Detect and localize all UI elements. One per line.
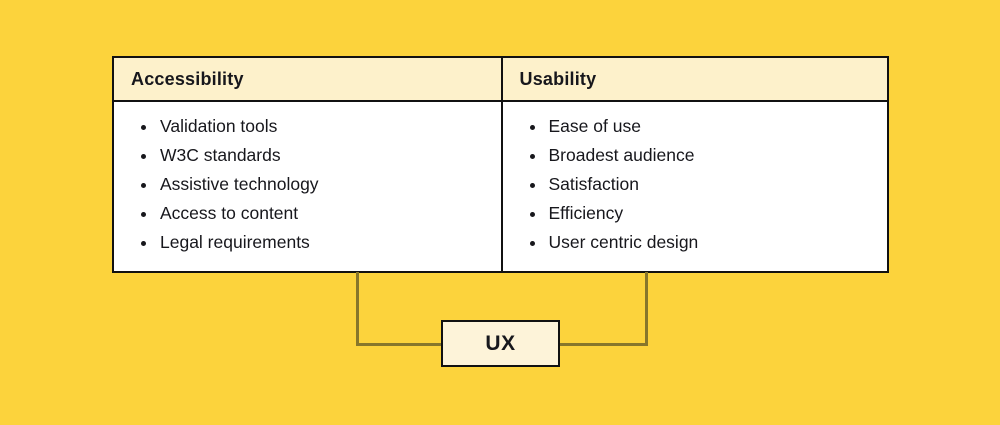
list-item: Access to content [158,199,495,228]
accessibility-list: Validation toolsW3C standardsAssistive t… [114,102,501,257]
column-header-usability: Usability [502,58,887,102]
list-item: Satisfaction [547,170,882,199]
column-accessibility: Accessibility Validation toolsW3C standa… [114,58,501,271]
list-item: Efficiency [547,199,882,228]
list-item: Broadest audience [547,141,882,170]
column-usability: Usability Ease of useBroadest audienceSa… [500,58,888,271]
list-item: Validation tools [158,112,495,141]
list-item: Assistive technology [158,170,495,199]
ux-node: UX [441,320,560,367]
connector-line-right [558,272,648,346]
list-item: User centric design [547,228,882,257]
list-item: Legal requirements [158,228,495,257]
ux-node-label: UX [485,331,516,355]
list-item: Ease of use [547,112,882,141]
usability-list: Ease of useBroadest audienceSatisfaction… [503,102,888,257]
column-header-accessibility: Accessibility [114,58,501,102]
connector-line-left [356,272,442,346]
comparison-table: Accessibility Validation toolsW3C standa… [112,56,889,273]
list-item: W3C standards [158,141,495,170]
